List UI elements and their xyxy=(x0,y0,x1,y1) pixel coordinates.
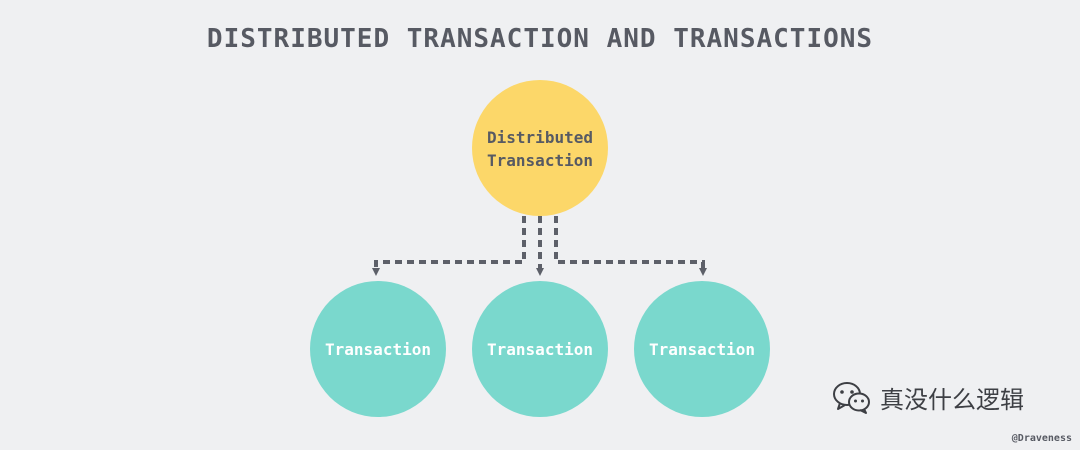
wechat-icon xyxy=(833,381,870,414)
transaction-node-center: Transaction xyxy=(472,281,608,417)
arrow-to-right-transaction xyxy=(554,216,707,276)
transaction-node-left: Transaction xyxy=(310,281,446,417)
watermark-text: 真没什么逻辑 xyxy=(880,386,1024,414)
distributed-transaction-label-line1: Distributed xyxy=(487,128,593,147)
transaction-label: Transaction xyxy=(487,339,593,359)
author-credit: @Draveness xyxy=(1011,433,1072,444)
wechat-watermark: 真没什么逻辑 xyxy=(832,380,1024,415)
transaction-node-right: Transaction xyxy=(634,281,770,417)
transaction-label: Transaction xyxy=(325,339,431,359)
distributed-transaction-label-line2: Transaction xyxy=(487,151,593,170)
transaction-label: Transaction xyxy=(649,339,755,359)
distributed-transaction-node: Distributed Transaction xyxy=(472,80,608,216)
arrow-to-left-transaction xyxy=(372,216,526,276)
diagram-title: DISTRIBUTED TRANSACTION AND TRANSACTIONS xyxy=(206,24,874,54)
